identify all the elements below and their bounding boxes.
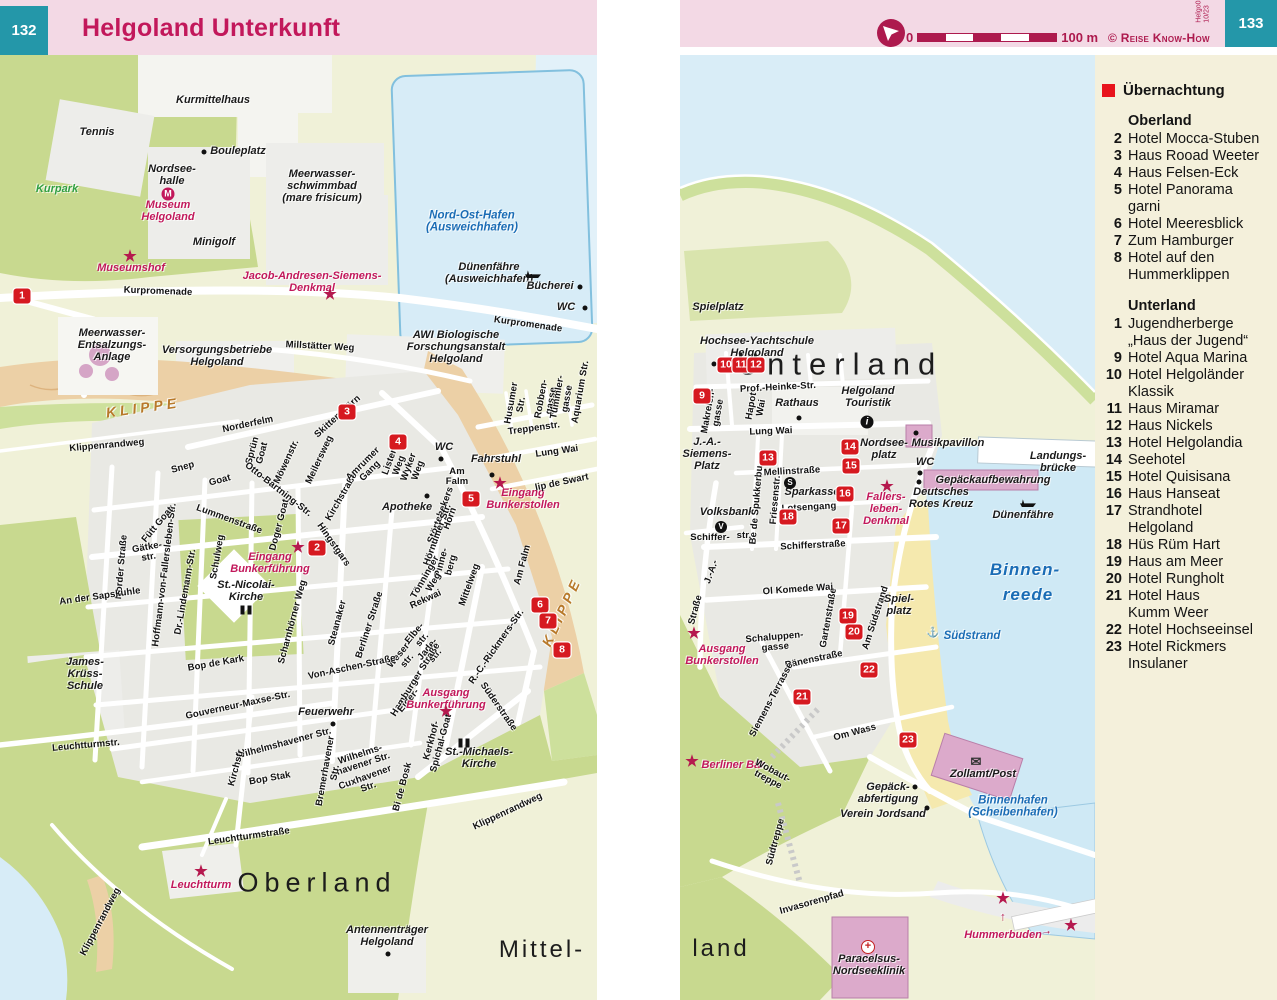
legend-item: 21 Hotel Haus Kumm Weer: [1102, 588, 1274, 622]
legend-item-name: Hotel Meeresblick: [1128, 216, 1244, 232]
copyright-notice: © Reise Know-How: [1108, 31, 1210, 45]
legend-item-name: Jugendherberge „Haus der Jugend“: [1128, 316, 1249, 349]
legend-item: 6 Hotel Meeresblick: [1102, 216, 1274, 233]
legend-item-name: Haus am Meer: [1128, 554, 1224, 570]
legend-item-name: Haus Rooad Weeter: [1128, 148, 1260, 164]
legend-item-number: 13: [1105, 435, 1122, 451]
legend-item: 12 Haus Nickels: [1102, 418, 1274, 435]
legend-item: 1 Jugendherberge „Haus der Jugend“: [1102, 316, 1274, 350]
legend-title-row: Übernachtung: [1102, 82, 1274, 99]
legend-item-number: 6: [1113, 216, 1122, 232]
legend-item-name: Haus Nickels: [1128, 418, 1213, 434]
legend-item-number: 14: [1105, 452, 1122, 468]
legend-item-number: 7: [1113, 233, 1122, 249]
legend-item-number: 22: [1105, 622, 1122, 638]
legend-item-name: Hotel Haus Kumm Weer: [1128, 588, 1209, 621]
page-title: Helgoland Unterkunft: [82, 14, 341, 42]
map-scale-bar: 0 100 m: [906, 30, 1098, 45]
legend-item-number: 8: [1113, 250, 1122, 266]
legend-item-name: Hotel Hochseeinsel: [1128, 622, 1253, 638]
legend-section-heading: Oberland: [1128, 113, 1192, 129]
legend-item-name: Hotel Quisisana: [1128, 469, 1231, 485]
legend-item: 23 Hotel Rickmers Insulaner: [1102, 639, 1274, 673]
legend-item-name: Hotel Panorama garni: [1128, 182, 1233, 215]
legend-item: 17 Strandhotel Helgoland: [1102, 503, 1274, 537]
legend-item: 15 Hotel Quisisana: [1102, 469, 1274, 486]
legend-sidebar: [1095, 55, 1277, 1000]
legend-item-name: Zum Hamburger: [1128, 233, 1234, 249]
legend-section-heading: Unterland: [1128, 298, 1196, 314]
legend-title: Übernachtung: [1123, 82, 1225, 99]
compass-icon: [876, 18, 906, 53]
map-unterland-shapes: [677, 55, 1105, 1000]
legend-item-number: 15: [1105, 469, 1122, 485]
legend-item-number: 21: [1105, 588, 1122, 604]
legend-item-name: Hotel Rungholt: [1128, 571, 1224, 587]
legend-item-number: 16: [1105, 486, 1122, 502]
legend-item-number: 18: [1105, 537, 1122, 553]
left-page-header: [0, 0, 597, 55]
legend-item-number: 19: [1105, 554, 1122, 570]
legend-item-name: Hotel Helgoländer Klassik: [1128, 367, 1245, 400]
legend-item-name: Hotel Helgolandia: [1128, 435, 1243, 451]
legend-item-number: 20: [1105, 571, 1122, 587]
scale-end-label: 100 m: [1061, 30, 1099, 45]
legend-item-number: 23: [1105, 639, 1122, 655]
legend-item-name: Hüs Rüm Hart: [1128, 537, 1220, 553]
map-oberland-shapes: [0, 55, 601, 1000]
legend-item-number: 17: [1105, 503, 1122, 519]
legend-item: 20 Hotel Rungholt: [1102, 571, 1274, 588]
legend-item: 5 Hotel Panorama garni: [1102, 182, 1274, 216]
legend-item: 19 Haus am Meer: [1102, 554, 1274, 571]
legend-item-number: 11: [1106, 401, 1122, 417]
legend-item: 2 Hotel Mocca-Stuben: [1102, 131, 1274, 148]
legend-item: 10 Hotel Helgoländer Klassik: [1102, 367, 1274, 401]
legend-item-name: Haus Miramar: [1128, 401, 1220, 417]
legend-item: 14 Seehotel: [1102, 452, 1274, 469]
scale-start-label: 0: [906, 30, 914, 45]
legend-item-name: Hotel Aqua Marina: [1128, 350, 1248, 366]
legend-item-number: 5: [1113, 182, 1122, 198]
legend-item: 13 Hotel Helgolandia: [1102, 435, 1274, 452]
legend-item-name: Haus Hanseat: [1128, 486, 1220, 502]
legend-item-name: Haus Felsen-Eck: [1128, 165, 1239, 181]
page-number-right: 133: [1225, 0, 1277, 47]
legend-item-number: 1: [1113, 316, 1122, 332]
scale-bar-segments: [917, 33, 1058, 42]
legend-item: 18 Hüs Rüm Hart: [1102, 537, 1274, 554]
legend-item-name: Seehotel: [1128, 452, 1186, 468]
legend-sections: Oberland 2 Hotel Mocca-Stuben 3 Haus Rooad W…: [1102, 113, 1274, 673]
legend-item: 9 Hotel Aqua Marina: [1102, 350, 1274, 367]
map-unterland: [677, 55, 1105, 1000]
edition-code: Helgo03 10/23: [1195, 0, 1210, 23]
legend-item-number: 3: [1113, 148, 1122, 164]
map-oberland: [0, 55, 601, 1000]
legend-item: 22 Hotel Hochseeinsel: [1102, 622, 1274, 639]
legend-item: 11 Haus Miramar: [1102, 401, 1274, 418]
legend-item-number: 9: [1113, 350, 1122, 366]
legend-item: 4 Haus Felsen-Eck: [1102, 165, 1274, 182]
legend-category-icon: [1102, 84, 1115, 97]
legend-item-number: 10: [1105, 367, 1122, 383]
legend-item-name: Hotel Rickmers Insulaner: [1128, 639, 1227, 672]
legend-item-name: Hotel Mocca-Stuben: [1128, 131, 1260, 147]
legend-item: 16 Haus Hanseat: [1102, 486, 1274, 503]
legend-item-number: 4: [1113, 165, 1122, 181]
legend-item: 7 Zum Hamburger: [1102, 233, 1274, 250]
legend-item-name: Hotel auf den Hummerklippen: [1128, 250, 1230, 283]
page-number-left: 132: [0, 6, 48, 55]
legend-item-number: 2: [1113, 131, 1122, 147]
legend-item: 3 Haus Rooad Weeter: [1102, 148, 1274, 165]
legend-item: 8 Hotel auf den Hummerklippen: [1102, 250, 1274, 284]
accommodation-legend: Übernachtung Oberland 2 Hotel Mocca-Stuben…: [1102, 82, 1274, 673]
legend-item-name: Strandhotel Helgoland: [1128, 503, 1203, 536]
legend-item-number: 12: [1105, 418, 1122, 434]
